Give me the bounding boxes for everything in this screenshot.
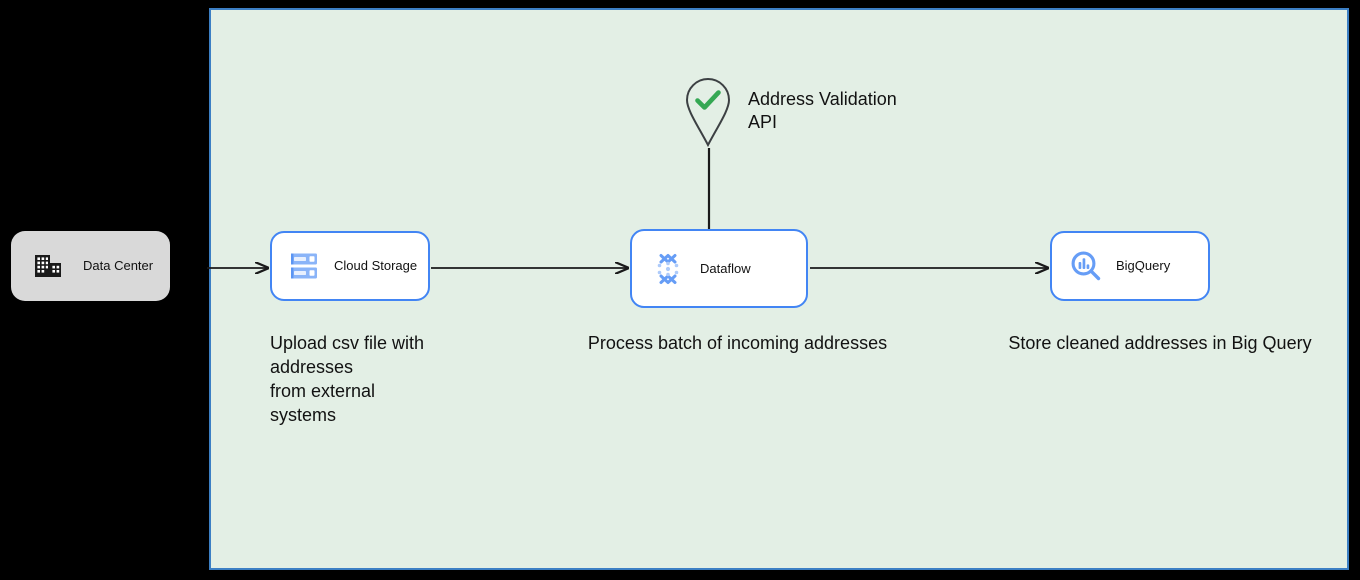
caption-dataflow: Process batch of incoming addresses [587, 333, 888, 353]
cloud-storage-icon [290, 251, 318, 281]
address-validation-api-label: Address Validation API [748, 89, 897, 132]
node-dataflow-label: Dataflow [700, 260, 751, 276]
caption-bigquery: Store cleaned addresses in Big Query [1008, 333, 1312, 353]
bigquery-icon [1070, 250, 1102, 282]
address-validation-api-marker[interactable] [684, 76, 732, 148]
node-bigquery-label: BigQuery [1116, 258, 1171, 274]
map-pin-check-icon [685, 77, 731, 148]
data-center-icon [33, 251, 63, 281]
node-cloud-storage[interactable]: Cloud Storage [270, 231, 430, 301]
node-data-center[interactable]: Data Center [11, 231, 170, 301]
node-data-center-label: Data Center [83, 258, 154, 274]
dataflow-icon [652, 252, 684, 286]
caption-cloud-storage: Upload csv file with addresses from exte… [270, 333, 425, 425]
node-bigquery[interactable]: BigQuery [1050, 231, 1210, 301]
node-dataflow[interactable]: Dataflow [630, 229, 808, 308]
node-cloud-storage-label: Cloud Storage [334, 258, 418, 274]
